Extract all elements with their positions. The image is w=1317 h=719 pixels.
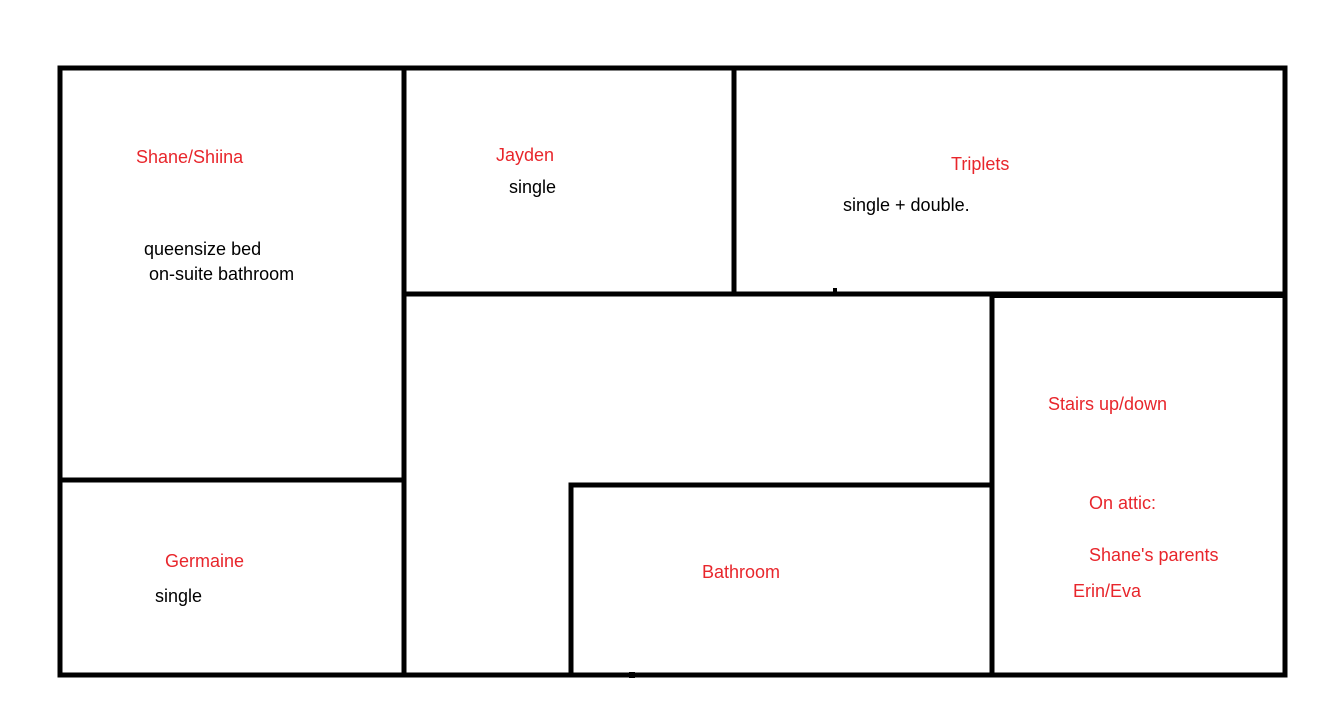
room-name-triplets: Triplets <box>951 154 1010 174</box>
room-name-shane-shiina: Shane/Shiina <box>136 147 244 167</box>
attic-occupant-shanes-parents: Shane's parents <box>1089 545 1219 565</box>
room-name-jayden: Jayden <box>496 145 555 165</box>
room-note-germaine: single <box>155 586 203 606</box>
room-note-on-suite-bathroom: on-suite bathroom <box>149 264 295 284</box>
outer-wall <box>57 65 1288 678</box>
room-name-germaine: Germaine <box>165 551 245 571</box>
room-note-jayden: single <box>509 177 557 197</box>
door-mark-bathroom <box>629 672 635 678</box>
attic-heading: On attic: <box>1089 493 1157 513</box>
room-note-queensize-bed: queensize bed <box>144 239 262 259</box>
room-note-triplets: single + double. <box>843 195 970 215</box>
door-mark-triplets <box>833 288 837 294</box>
room-name-bathroom: Bathroom <box>702 562 781 582</box>
attic-occupant-erin-eva: Erin/Eva <box>1073 581 1142 601</box>
room-name-stairs: Stairs up/down <box>1048 394 1168 414</box>
